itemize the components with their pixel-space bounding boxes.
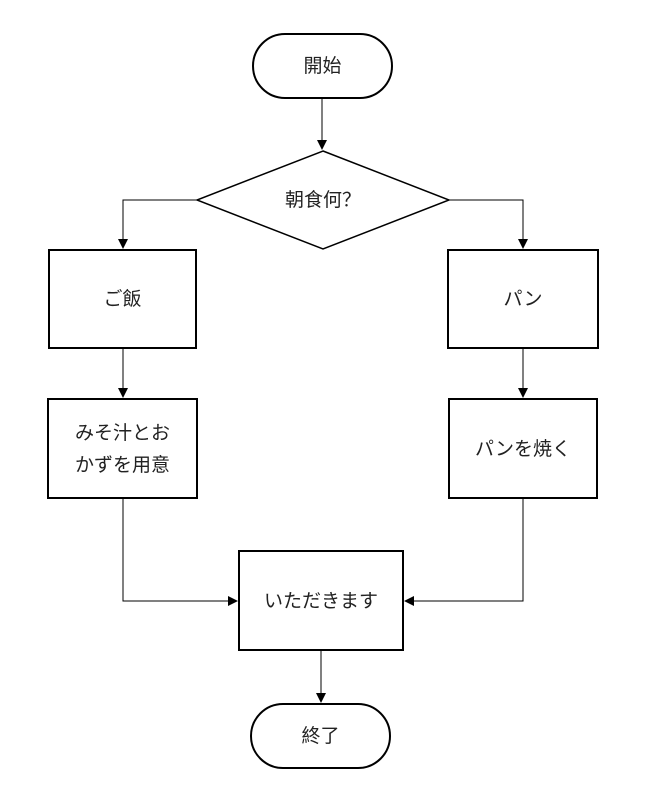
decision-box: 朝食何？ [247,180,399,220]
toast-label: パンを焼く [475,437,571,460]
arrow-decision-to-rice [118,199,197,249]
end-label: 終了 [301,725,340,747]
itadakimasu-process: いただきます [238,550,404,651]
start-terminal: 開始 [252,33,393,99]
miso-process: みそ汁とお かずを用意 [47,398,198,499]
rice-process: ご飯 [48,249,197,349]
start-label: 開始 [303,55,342,77]
arrow-miso-to-itadakimasu [122,499,238,606]
itadakimasu-label: いただきます [263,589,378,612]
rice-label: ご飯 [103,288,142,310]
bread-label: パン [503,288,543,310]
decision-label: 朝食何？ [284,189,361,211]
end-terminal: 終了 [250,703,391,769]
miso-label-line2: かずを用意 [74,453,170,476]
arrow-decision-to-bread [449,199,528,249]
bread-process: パン [447,249,599,349]
arrow-toast-to-itadakimasu [404,499,524,606]
decision-diamond [194,150,452,250]
miso-label-line1: みそ汁とお [74,421,170,444]
toast-process: パンを焼く [448,398,598,499]
